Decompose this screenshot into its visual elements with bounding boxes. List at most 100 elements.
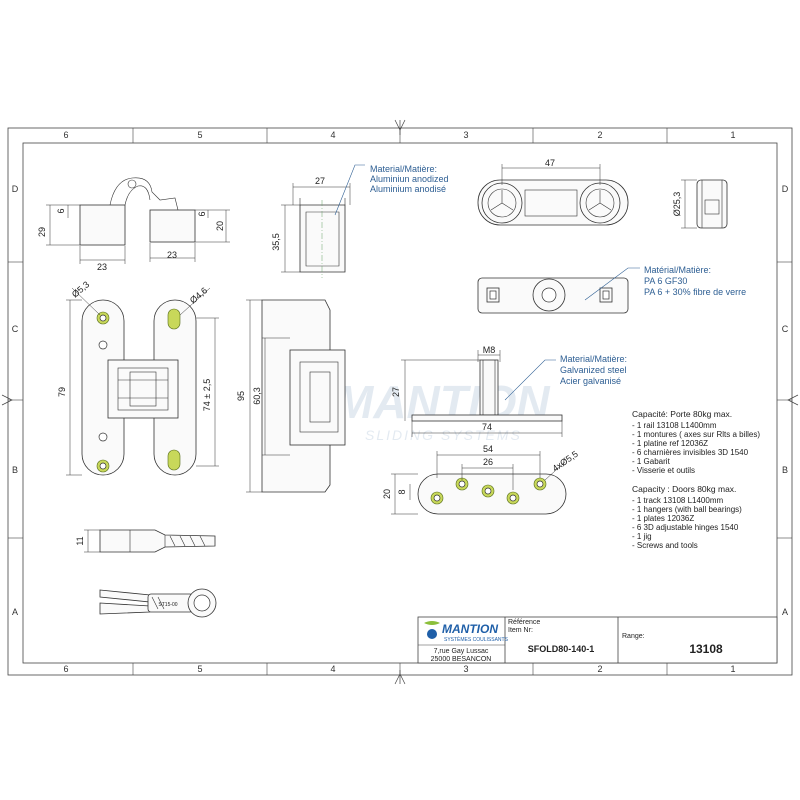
hinge-front-view (66, 287, 219, 476)
column-labels-top: 6 5 4 3 2 1 (63, 130, 735, 140)
address-line2: 25000 BESANCON (431, 656, 492, 663)
col-label: 2 (597, 664, 602, 674)
capacity-en-item: - 1 plates 12036Z (632, 514, 694, 523)
material-track-title: Material/Matière: (370, 164, 437, 174)
material-hanger-line1: PA 6 GF30 (644, 276, 687, 286)
watermark-tagline: SLIDING SYSTEMS (365, 427, 522, 443)
dim-track-height: 35,5 (271, 233, 281, 251)
capacity-fr-item: - 1 rail 13108 L1400mm (632, 421, 717, 430)
dim-plate-width-inner: 26 (483, 457, 493, 467)
mantion-logo: MANTION SYSTÈMES COULISSANTS (424, 621, 509, 643)
plate-side-view (246, 299, 346, 493)
col-label: 4 (330, 130, 335, 140)
title-block (417, 616, 778, 664)
hanger-side-view (477, 267, 640, 314)
range-label: Range: (622, 633, 645, 640)
col-label: 6 (63, 130, 68, 140)
logo-mark (424, 621, 440, 625)
dim-plate-height: 95 (236, 391, 246, 401)
hinge-side-view (46, 177, 230, 264)
reference-label-en: Item Nr: (508, 627, 533, 634)
material-hanger-title: Matérial/Matière: (644, 265, 711, 275)
dim-bolt-height: 27 (391, 387, 401, 397)
capacity-fr-item: - 6 charnières invisibles 3D 1540 (632, 448, 749, 457)
dim-hinge-hole-right: Ø4,6 (188, 285, 209, 305)
dim-bolt-thread: M8 (483, 345, 496, 355)
row-label: A (12, 607, 18, 617)
material-hanger-line2: PA 6 + 30% fibre de verre (644, 287, 746, 297)
capacity-en-item: - 6 3D adjustable hinges 1540 (632, 523, 739, 532)
jig-tag: ST15-00 (158, 602, 177, 608)
dim-hinge-width-right: 23 (167, 250, 177, 260)
material-bolt-line2: Acier galvanisé (560, 376, 621, 386)
col-label: 1 (730, 130, 735, 140)
capacity-en-item: - 1 hangers (with ball bearings) (632, 505, 742, 514)
dim-bolt-base: 74 (482, 422, 492, 432)
logo-tagline: SYSTÈMES COULISSANTS (444, 636, 509, 643)
dim-hinge-pitch: 74 ± 2,5 (202, 379, 212, 411)
col-label: 5 (197, 130, 202, 140)
row-label: B (12, 465, 18, 475)
dim-plate-holes: 4xØ5,5 (550, 449, 580, 474)
dim-hinge-width-left: 23 (97, 262, 107, 272)
dim-hinge-height: 29 (37, 227, 47, 237)
dim-plate-height-inner: 8 (397, 489, 407, 494)
material-track-line1: Aluminiun anodized (370, 174, 449, 184)
row-label: A (782, 607, 788, 617)
row-labels-right: D C B A (782, 184, 789, 617)
capacity-fr: Capacité: Porte 80kg max. - 1 rail 13108… (632, 409, 760, 475)
dim-hinge-offset-left: 6 (56, 208, 66, 213)
capacity-en-item: - 1 track 13108 L1400mm (632, 496, 723, 505)
capacity-fr-item: - 1 platine ref 12036Z (632, 439, 708, 448)
dim-plate-inner: 60,3 (252, 387, 262, 405)
bolt-side-view (401, 350, 563, 437)
col-label: 2 (597, 130, 602, 140)
logo-dot (427, 629, 437, 639)
material-bolt-line1: Galvanized steel (560, 365, 627, 375)
col-label: 1 (730, 664, 735, 674)
capacity-en-item: - Screws and tools (632, 541, 698, 550)
col-label: 5 (197, 664, 202, 674)
reference-value: SFOLD80-140-1 (528, 644, 595, 654)
capacity-fr-item: - 1 Gabarit (632, 457, 671, 466)
capacity-fr-heading: Capacité: Porte 80kg max. (632, 409, 732, 419)
dim-plate-height-outer: 20 (382, 489, 392, 499)
wheel-side-view (681, 179, 728, 229)
row-labels-left: D C B A (12, 184, 19, 617)
row-label: B (782, 465, 788, 475)
dim-hinge-height-right: 20 (215, 221, 225, 231)
dim-hinge-front-height: 79 (57, 387, 67, 397)
center-marks (1, 119, 799, 685)
material-track-line2: Aluminium anodisé (370, 184, 446, 194)
col-label: 4 (330, 664, 335, 674)
row-label: C (12, 324, 19, 334)
capacity-en-heading: Capacity : Doors 80kg max. (632, 484, 736, 494)
track-profile-view (281, 164, 365, 278)
capacity-en-item: - 1 jig (632, 532, 652, 541)
row-label: D (12, 184, 19, 194)
plate-top-view (391, 451, 567, 515)
jig-side-view (84, 529, 216, 553)
logo-brand: MANTION (442, 622, 498, 636)
col-label: 3 (463, 130, 468, 140)
hanger-wheels-view (477, 164, 629, 226)
row-label: D (782, 184, 789, 194)
col-label: 3 (463, 664, 468, 674)
dim-wheel-diameter: Ø25,3 (672, 192, 682, 217)
reference-label-fr: Référence (508, 619, 540, 626)
capacity-fr-item: - 1 montures ( axes sur Rlts a billes) (632, 430, 760, 439)
dim-hanger-width: 47 (545, 158, 555, 168)
row-label: C (782, 324, 789, 334)
dim-jig-height: 11 (75, 536, 85, 545)
jig-top-view (99, 588, 217, 618)
material-bolt-title: Material/Matière: (560, 354, 627, 364)
capacity-fr-item: - Visserie et outils (632, 466, 695, 475)
dim-track-width: 27 (315, 176, 325, 186)
range-value: 13108 (689, 642, 723, 656)
frame-ticks (8, 128, 792, 675)
dim-plate-width-outer: 54 (483, 444, 493, 454)
address-line1: 7,rue Gay Lussac (434, 648, 489, 655)
col-label: 6 (63, 664, 68, 674)
column-labels-bottom: 6 5 4 3 2 1 (63, 664, 735, 674)
